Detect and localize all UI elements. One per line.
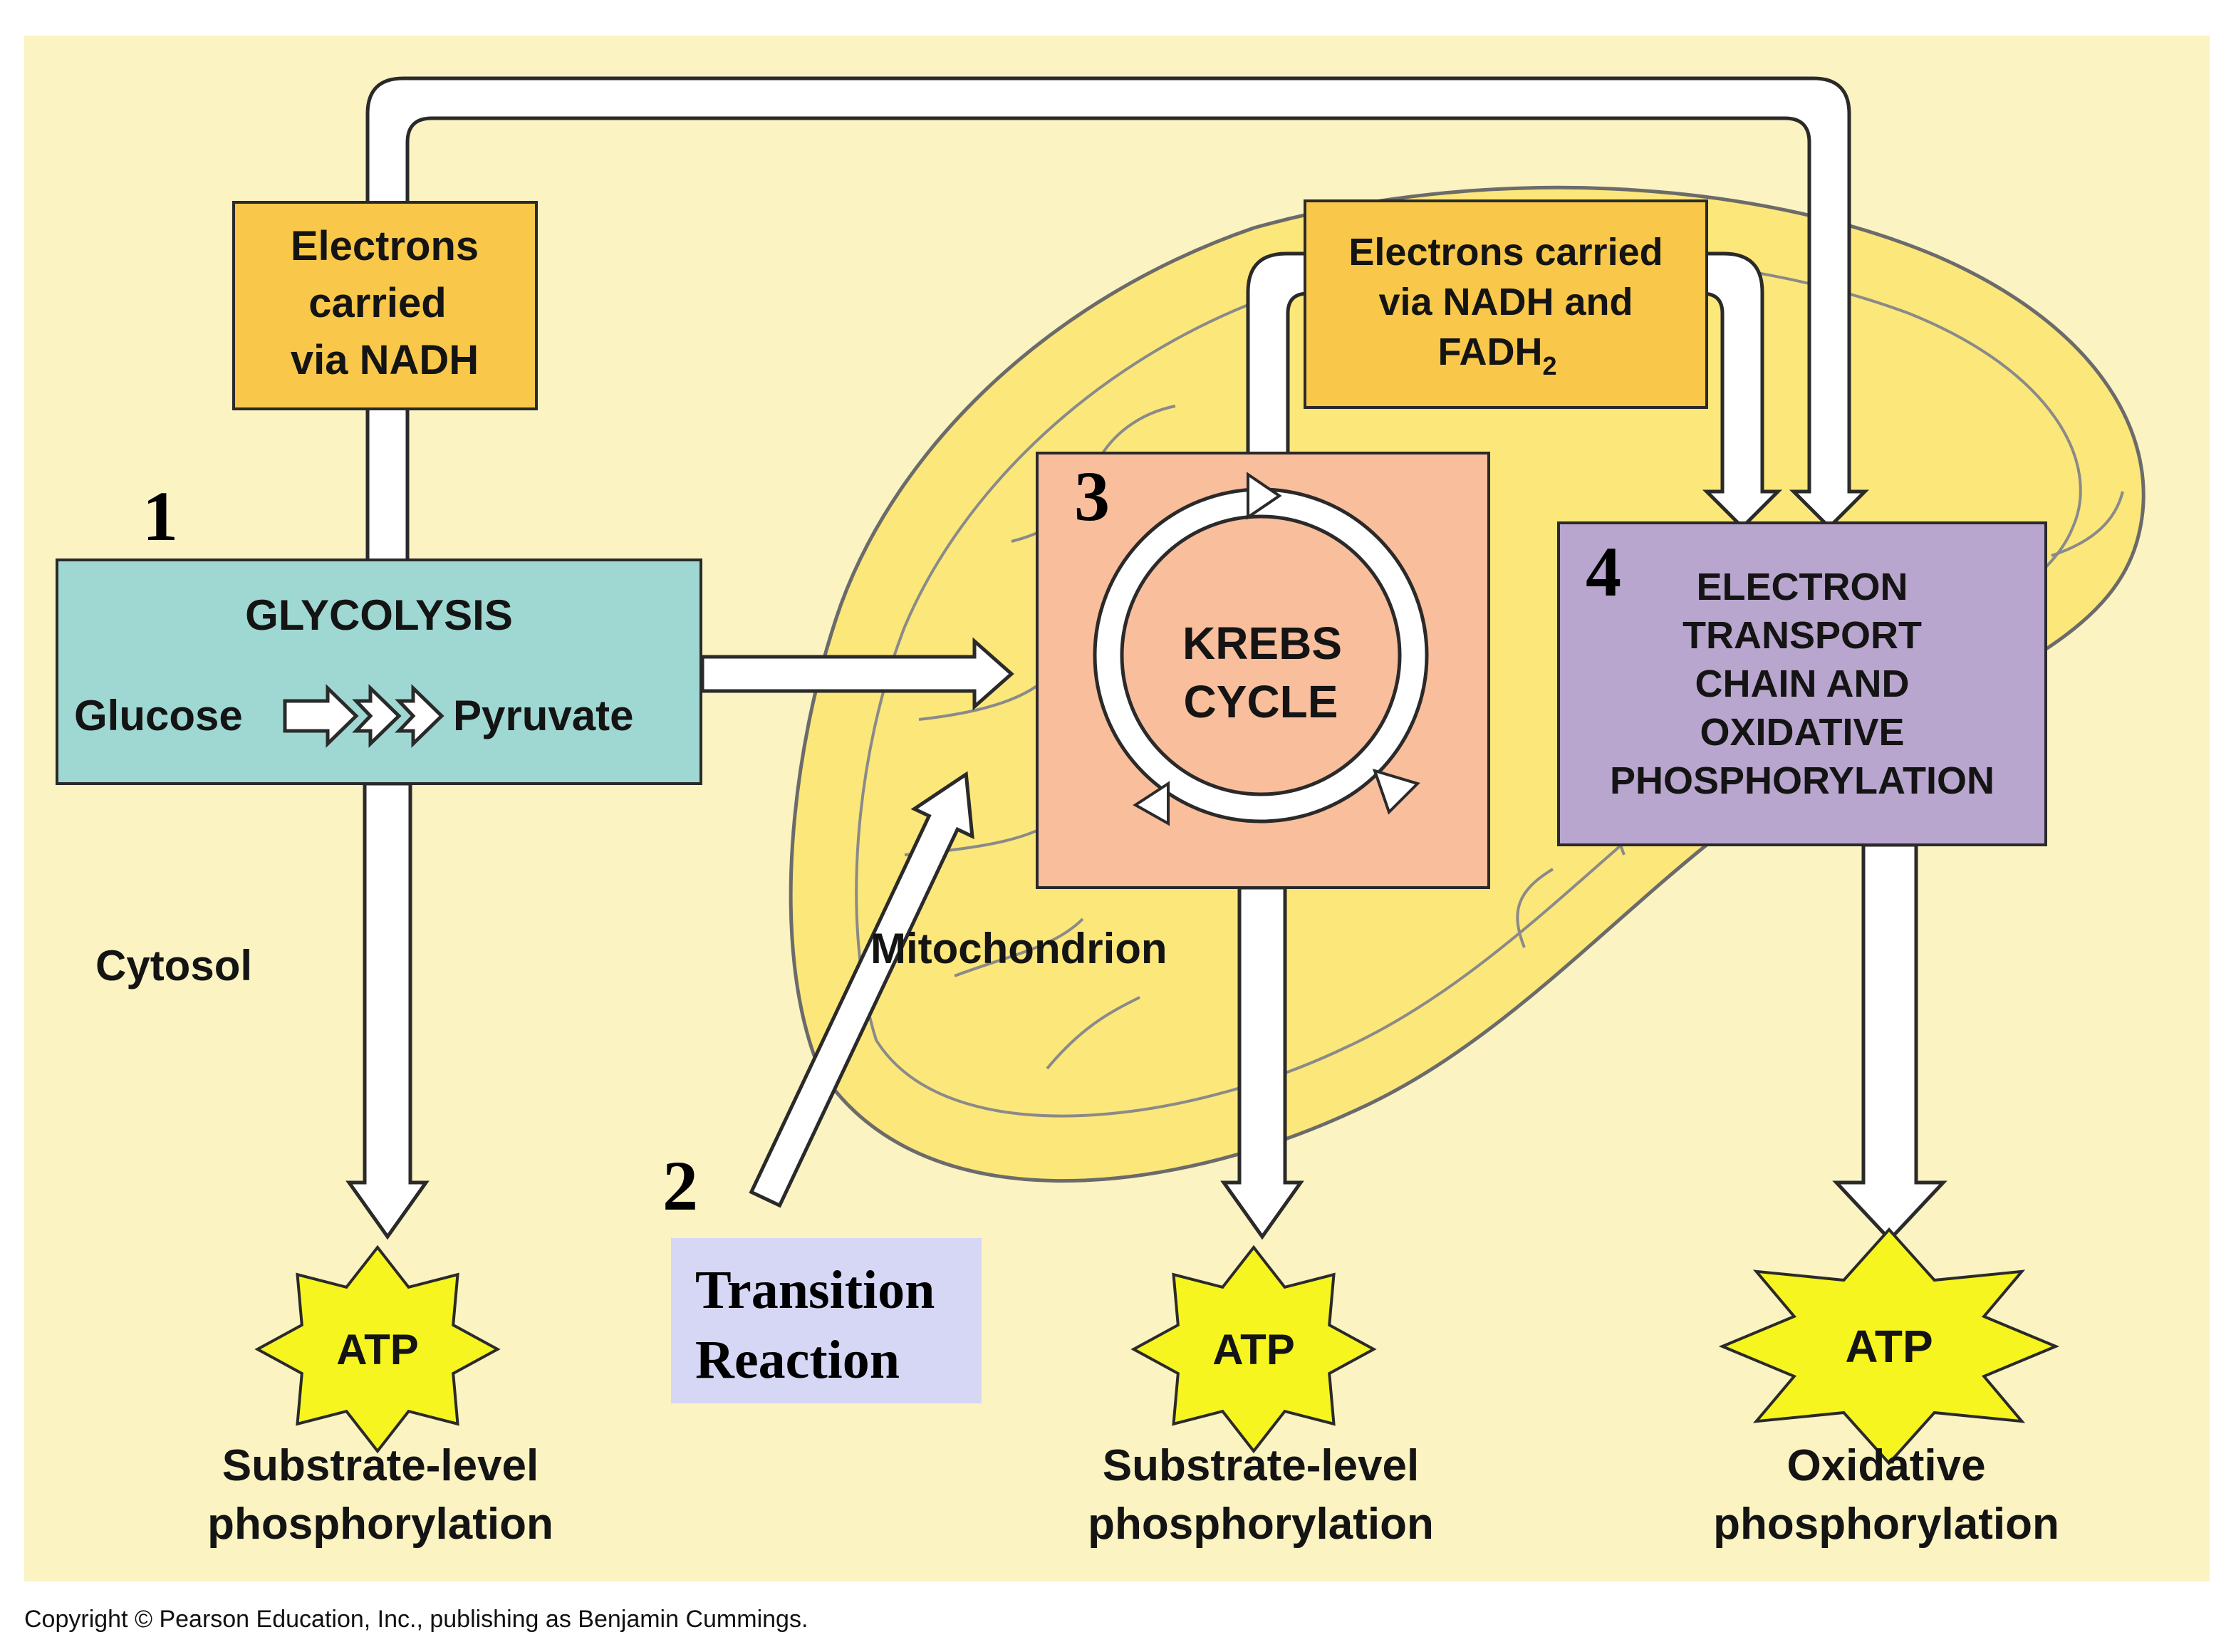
atp-label-right: ATP bbox=[1845, 1321, 1933, 1372]
glycolysis-title: GLYCOLYSIS bbox=[245, 591, 513, 639]
electron-box-left-line2: carried bbox=[308, 280, 446, 326]
transition-line1: Transition bbox=[695, 1260, 935, 1320]
transition-line2: Reaction bbox=[695, 1330, 900, 1390]
step-number-4: 4 bbox=[1586, 532, 1621, 611]
electron-box-right-line2: via NADH and bbox=[1378, 281, 1633, 323]
etc-line1: ELECTRON bbox=[1697, 566, 1908, 608]
fadh-base: FADH bbox=[1437, 331, 1542, 373]
output-left-line2: phosphorylation bbox=[207, 1500, 553, 1549]
atp-label-left: ATP bbox=[336, 1326, 419, 1373]
top-electron-arrow bbox=[365, 76, 1870, 565]
etc-line3: CHAIN AND bbox=[1695, 663, 1910, 705]
electron-box-left-line1: Electrons bbox=[291, 223, 479, 269]
mitochondrion-label: Mitochondrion bbox=[870, 925, 1167, 972]
krebs-electron-arrow bbox=[1246, 251, 1783, 530]
electron-box-left-line3: via NADH bbox=[291, 337, 479, 383]
step-number-3: 3 bbox=[1074, 457, 1110, 536]
glycolysis-input: Glucose bbox=[74, 692, 243, 739]
step-number-1: 1 bbox=[142, 477, 178, 556]
output-middle-line1: Substrate-level bbox=[1103, 1441, 1420, 1490]
etc-box bbox=[1557, 521, 2047, 846]
transition-arrow bbox=[749, 771, 974, 1208]
output-right-line1: Oxidative bbox=[1786, 1441, 1985, 1490]
atp-star-middle: ATP bbox=[1130, 1245, 1377, 1454]
atp-label-middle: ATP bbox=[1212, 1326, 1295, 1373]
glycolysis-step-arrows bbox=[283, 684, 444, 748]
etc-line5: PHOSPHORYLATION bbox=[1610, 759, 1994, 802]
etc-line2: TRANSPORT bbox=[1682, 614, 1922, 657]
krebs-cycle-arrowhead-right bbox=[1372, 768, 1420, 815]
etc-line4: OXIDATIVE bbox=[1700, 711, 1904, 754]
krebs-cycle-ring bbox=[1093, 472, 1429, 826]
fadh-subscript: 2 bbox=[1542, 351, 1556, 380]
etc-atp-arrow bbox=[1832, 843, 1947, 1242]
krebs-atp-arrow bbox=[1220, 885, 1304, 1240]
krebs-label-line1: KREBS bbox=[1182, 618, 1342, 669]
electron-box-right-line1: Electrons carried bbox=[1348, 231, 1663, 274]
transition-box bbox=[671, 1238, 982, 1403]
electron-box-left bbox=[232, 201, 538, 410]
output-middle-line2: phosphorylation bbox=[1088, 1500, 1434, 1549]
electron-box-right bbox=[1304, 199, 1708, 409]
krebs-label-line2: CYCLE bbox=[1184, 676, 1338, 727]
pyruvate-to-krebs-arrow bbox=[700, 637, 1014, 711]
glycolysis-output: Pyruvate bbox=[453, 692, 633, 739]
glycolysis-box bbox=[56, 559, 702, 785]
step-number-2: 2 bbox=[662, 1146, 698, 1225]
cytosol-label: Cytosol bbox=[95, 942, 252, 989]
copyright-notice: Copyright © Pearson Education, Inc., pub… bbox=[24, 1606, 808, 1633]
atp-star-right: ATP bbox=[1718, 1227, 2060, 1465]
output-right-line2: phosphorylation bbox=[1713, 1500, 2059, 1549]
electron-box-right-line3: FADH2 bbox=[1437, 331, 1556, 380]
krebs-cycle-arrowhead-top bbox=[1247, 472, 1282, 520]
krebs-cycle-arrowhead-left bbox=[1133, 781, 1170, 826]
atp-star-left: ATP bbox=[254, 1245, 501, 1454]
glycolysis-atp-arrow bbox=[345, 781, 430, 1240]
output-left-line1: Substrate-level bbox=[222, 1441, 539, 1490]
